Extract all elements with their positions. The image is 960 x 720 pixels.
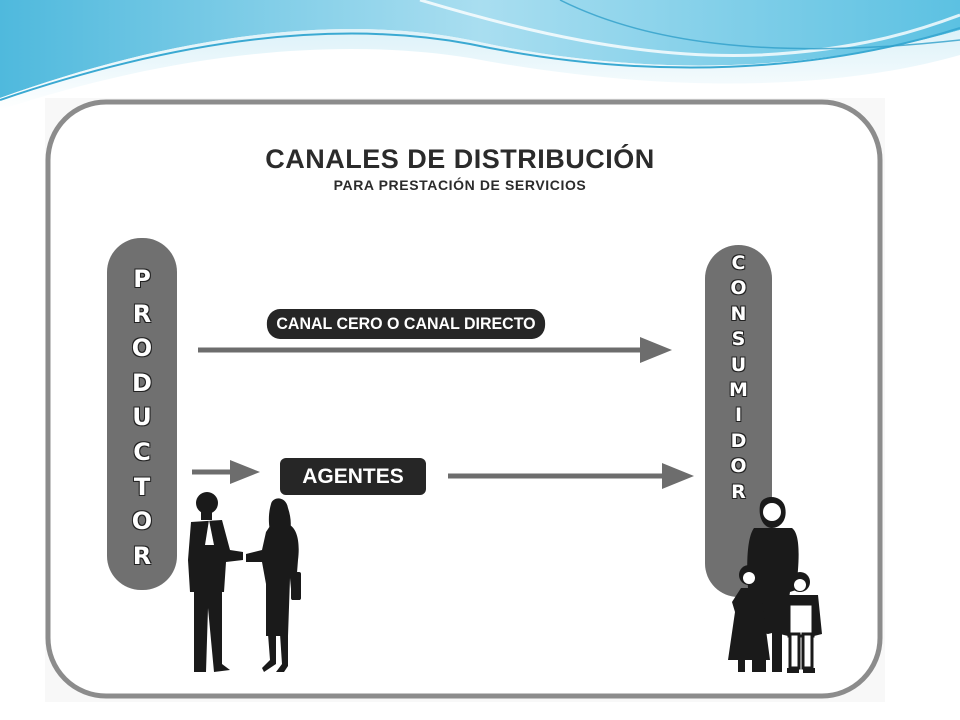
producer-to-agents-arrow [192,460,260,484]
family-silhouette-icon [728,496,822,673]
consumer-letter: I [734,404,743,427]
producer-letter: D [132,368,152,397]
businesswoman-silhouette-icon [246,498,301,672]
consumer-letter: U [730,353,747,376]
consumer-letter: R [731,480,746,503]
agents-to-consumer-arrow [448,463,694,489]
consumer-letter: N [730,302,747,325]
producer-letter: T [133,472,151,501]
diagram-subtitle: PARA PRESTACIÓN DE SERVICIOS [333,177,587,193]
consumer-letter: C [731,252,746,274]
wave-band-main [0,0,960,98]
producer-letter: O [131,334,153,363]
wave-line-1 [0,27,960,101]
consumer-letter: O [730,277,747,300]
producer-letter: P [133,265,151,293]
producer-letter: R [132,299,152,328]
wave-line-2 [419,0,960,58]
consumer-letter: D [730,429,747,452]
wave-band-light [0,29,960,110]
producer-letter: O [131,507,153,536]
wave-line-3 [559,0,960,50]
producer-letter: R [132,541,152,570]
consumer-letter: M [729,379,748,402]
producer-pill [107,238,177,590]
consumer-letter: S [731,328,746,351]
producer-label: P R O D U C T O R [107,262,177,573]
agents-label: AGENTES [280,458,426,495]
consumer-label: C O N S U M I D O R [705,251,772,505]
consumer-letter: O [730,455,747,478]
diagram-title: CANALES DE DISTRIBUCIÓN [265,144,655,174]
producer-letter: C [133,437,151,466]
direct-channel-label: CANAL CERO O CANAL DIRECTO [266,309,546,339]
direct-channel-arrow [198,337,672,363]
producer-letter: U [132,403,152,432]
businessman-silhouette-icon [188,492,243,672]
